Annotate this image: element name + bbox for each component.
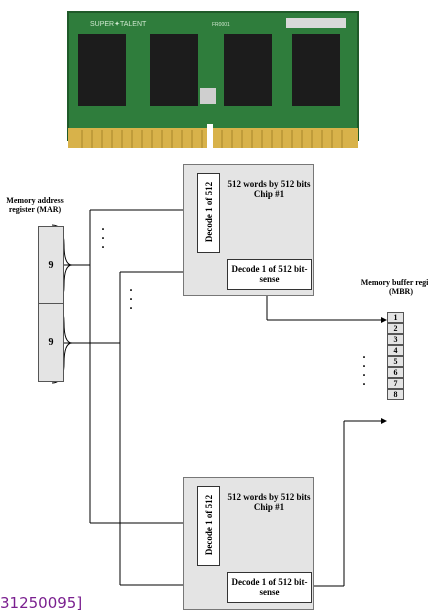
ellipsis-row-lines: ··· <box>100 225 106 252</box>
memory-diagram: Memory address register (MAR) 9 9 ··· ··… <box>0 150 428 613</box>
mbr-cell: 7 <box>387 378 404 389</box>
row-decoder: Decode 1 of 512 <box>197 486 220 566</box>
ram-code-label: FR0001 <box>212 22 230 28</box>
chip-title: 512 words by 512 bits Chip #1 <box>224 492 314 513</box>
sense-decoder: Decode 1 of 512 bit-sense <box>227 572 312 603</box>
footer-code: 31250095] <box>0 594 82 612</box>
mbr-cell: 4 <box>387 345 404 356</box>
ram-module-photo: SUPER✦TALENT FR0001 <box>62 6 364 152</box>
row-decoder-label: Decode 1 of 512 <box>204 486 214 564</box>
mbr-label-clip: Memory buffer register (MBR) <box>360 278 428 306</box>
mbr-cell: 8 <box>387 389 404 400</box>
ram-brand-label: SUPER✦TALENT <box>90 20 147 28</box>
mbr-cell: 2 <box>387 323 404 334</box>
ellipsis-sense-lines: ··· <box>128 286 134 313</box>
mar-cell-row: 9 <box>38 226 64 304</box>
row-decoder-label: Decode 1 of 512 <box>204 173 214 251</box>
memory-chip-top: 512 words by 512 bits Chip #1 Decode 1 o… <box>183 164 314 296</box>
chip-title: 512 words by 512 bits Chip #1 <box>224 179 314 200</box>
mbr-register: 1 2 3 4 5 6 7 8 <box>387 312 404 432</box>
ellipsis-chips: ···· <box>361 353 367 389</box>
sense-decoder-label: Decode 1 of 512 bit-sense <box>228 577 311 598</box>
mbr-label: Memory buffer register (MBR) <box>360 278 428 296</box>
sense-decoder-label: Decode 1 of 512 bit-sense <box>228 264 311 285</box>
row-decoder: Decode 1 of 512 <box>197 173 220 253</box>
sense-decoder: Decode 1 of 512 bit-sense <box>227 259 312 290</box>
mbr-cell: 1 <box>387 312 404 323</box>
mbr-cell: 5 <box>387 356 404 367</box>
mbr-cell: 6 <box>387 367 404 378</box>
mbr-cell: 3 <box>387 334 404 345</box>
memory-chip-bottom: 512 words by 512 bits Chip #1 Decode 1 o… <box>183 477 314 610</box>
mar-cell-column: 9 <box>38 303 64 382</box>
mar-label: Memory address register (MAR) <box>6 196 64 214</box>
